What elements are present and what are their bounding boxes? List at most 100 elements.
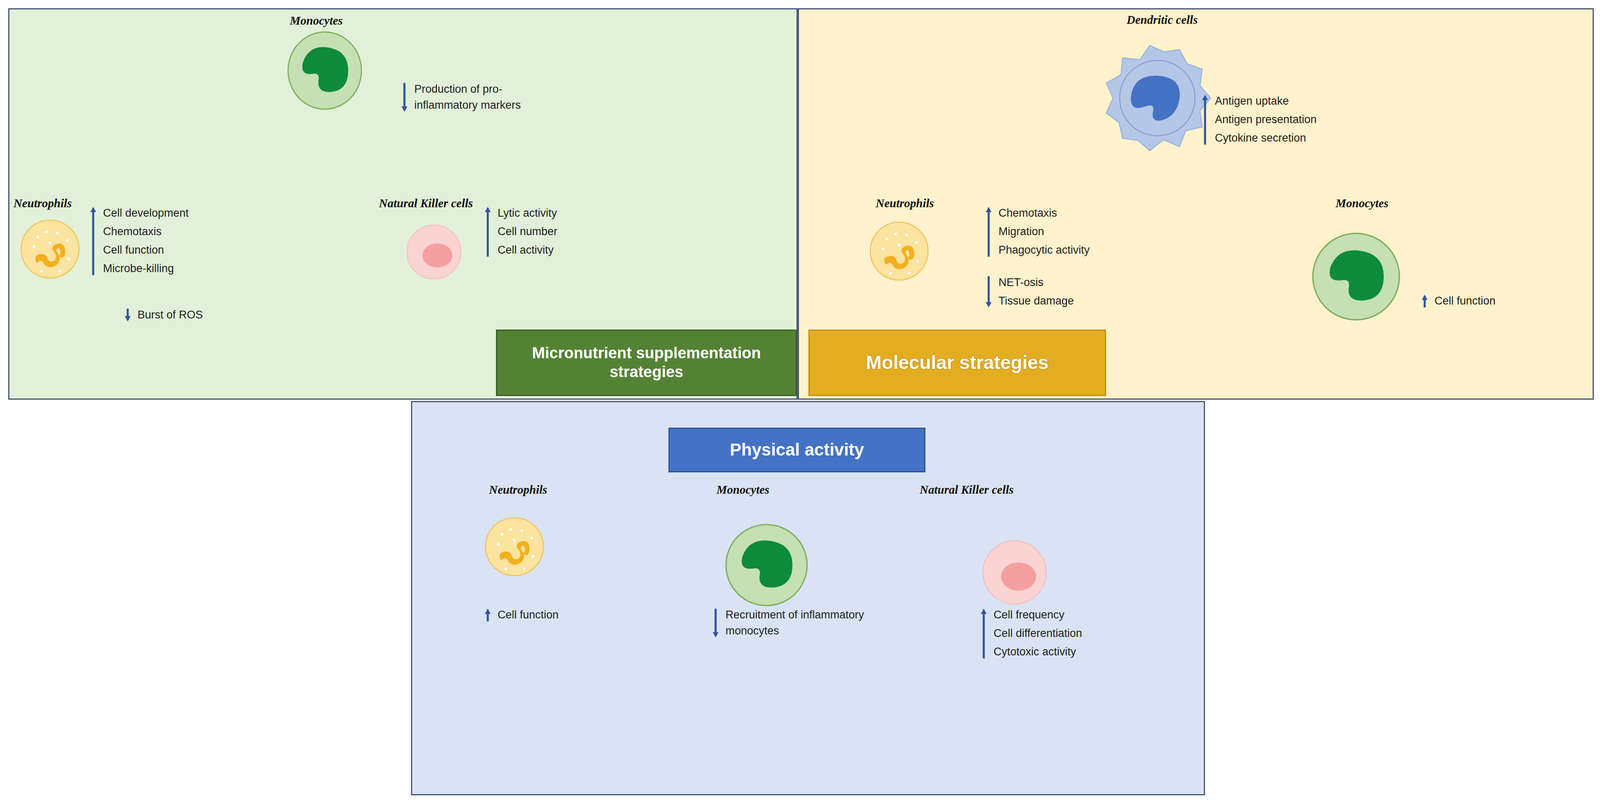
- effect-text: Cell development: [103, 205, 189, 222]
- arrow-head: [985, 302, 992, 308]
- arrow-shaft: [1423, 298, 1426, 308]
- arrow-head: [712, 632, 719, 638]
- cell-membrane: [725, 524, 807, 606]
- arrow-shaft: [486, 211, 489, 257]
- change-arrow: [122, 308, 133, 322]
- arrow-head: [124, 316, 131, 322]
- strategy-panel: Molecular strategiesDendritic cellsAntig…: [797, 8, 1594, 400]
- granule: [66, 239, 69, 243]
- arrow-head: [980, 608, 987, 615]
- immune-cell: Dendritic cellsAntigen uptakeAntigen pre…: [1101, 42, 1213, 154]
- effect-text: Cell function: [103, 242, 165, 259]
- effect-text: Production of pro-inflammatory markers: [414, 81, 538, 114]
- cell-nucleus: [741, 540, 793, 588]
- effect-text: Cytotoxic activity: [993, 644, 1077, 661]
- effect-text: Chemotaxis: [998, 205, 1058, 222]
- cell-name: Monocytes: [1335, 196, 1389, 211]
- effect-text: Migration: [998, 223, 1045, 240]
- granule: [67, 257, 71, 261]
- strategy-panel: Micronutrient supplementation strategies…: [8, 8, 798, 400]
- effect-text: Microbe-killing: [103, 260, 175, 277]
- arrow-head: [1421, 294, 1428, 301]
- granule: [530, 537, 534, 540]
- cell-membrane: [870, 222, 929, 281]
- effect-text: Cell function: [497, 607, 559, 624]
- change-arrow: [1200, 94, 1210, 145]
- effect-text: Antigen presentation: [1214, 111, 1317, 128]
- effect-text: Antigen uptake: [1214, 93, 1289, 110]
- cell-illustration: [19, 218, 81, 281]
- change-arrow: [482, 206, 493, 257]
- granule: [520, 529, 524, 533]
- strategy-panel: Physical activityNeutrophilsCell functio…: [410, 401, 1206, 796]
- cell-name: Monocytes: [289, 13, 343, 28]
- effect-text: NET-osis: [998, 274, 1044, 291]
- cell-outline: [1119, 60, 1196, 136]
- cell-illustration: [980, 539, 1049, 607]
- arrow-head: [90, 206, 97, 213]
- granule: [36, 235, 40, 239]
- arrow-head: [484, 206, 491, 213]
- granule: [897, 243, 901, 247]
- cell-membrane: [21, 220, 80, 279]
- arrow-shaft: [126, 308, 129, 318]
- granule: [531, 555, 535, 559]
- cell-membrane: [982, 541, 1047, 605]
- granule: [915, 241, 919, 245]
- panel-heading: Physical activity: [668, 427, 926, 473]
- cell-illustration: [285, 29, 364, 112]
- granule: [48, 241, 52, 245]
- cell-membrane: [485, 518, 544, 577]
- granule: [45, 230, 49, 234]
- cell-membrane: [1106, 45, 1211, 152]
- cell-nucleus: [35, 243, 66, 268]
- cell-illustration: [483, 516, 546, 578]
- effect-text: Cell function: [1434, 293, 1496, 310]
- change-arrow: [1419, 294, 1430, 308]
- cell-nucleus: [1130, 75, 1180, 121]
- granule: [885, 237, 889, 241]
- arrow-head: [401, 106, 408, 112]
- effect-text: Chemotaxis: [103, 223, 162, 240]
- immune-cell: MonocytesProduction of pro-inflammatory …: [285, 29, 364, 112]
- cell-name: Neutrophils: [13, 196, 72, 211]
- granule: [916, 259, 920, 263]
- granule: [907, 272, 911, 276]
- granule: [40, 270, 44, 274]
- immune-cell: NeutrophilsCell function: [483, 516, 546, 578]
- effect-text: Recruitment of inflammatory monocytes: [725, 607, 866, 640]
- change-arrow: [978, 608, 989, 659]
- granule: [497, 543, 501, 547]
- immune-cell: NeutrophilsChemotaxisMigrationPhagocytic…: [868, 220, 930, 283]
- effect-text: Burst of ROS: [137, 307, 203, 324]
- cell-membrane: [288, 32, 362, 110]
- cell-nucleus: [302, 47, 349, 92]
- arrow-head: [985, 206, 992, 213]
- immune-cell: Natural Killer cellsLytic activityCell n…: [405, 223, 463, 281]
- cell-name: Dendritic cells: [1126, 12, 1198, 28]
- change-arrow: [88, 206, 99, 276]
- granule: [881, 247, 885, 251]
- cell-name: Neutrophils: [488, 482, 548, 498]
- arrow-shaft: [403, 82, 406, 108]
- cell-name: Natural Killer cells: [378, 196, 473, 211]
- effect-text: Tissue damage: [998, 293, 1075, 310]
- change-arrow: [482, 608, 493, 622]
- cell-illustration: [1101, 42, 1213, 154]
- panel-heading: Micronutrient supplementation strategies: [495, 329, 797, 397]
- granule: [894, 232, 898, 236]
- cell-illustration: [1310, 230, 1403, 323]
- granule: [504, 567, 508, 571]
- change-arrow: [399, 82, 410, 112]
- arrow-shaft: [1204, 98, 1207, 145]
- cell-name: Monocytes: [716, 482, 770, 498]
- arrow-shaft: [486, 612, 489, 622]
- cell-nucleus: [1000, 562, 1036, 591]
- cell-illustration: [723, 522, 810, 609]
- granule: [58, 270, 62, 274]
- granule: [513, 539, 517, 543]
- immune-cell: Natural Killer cellsCell frequencyCell d…: [980, 539, 1049, 607]
- cell-nucleus: [499, 541, 530, 566]
- granule: [56, 231, 60, 235]
- arrow-head: [1202, 94, 1208, 101]
